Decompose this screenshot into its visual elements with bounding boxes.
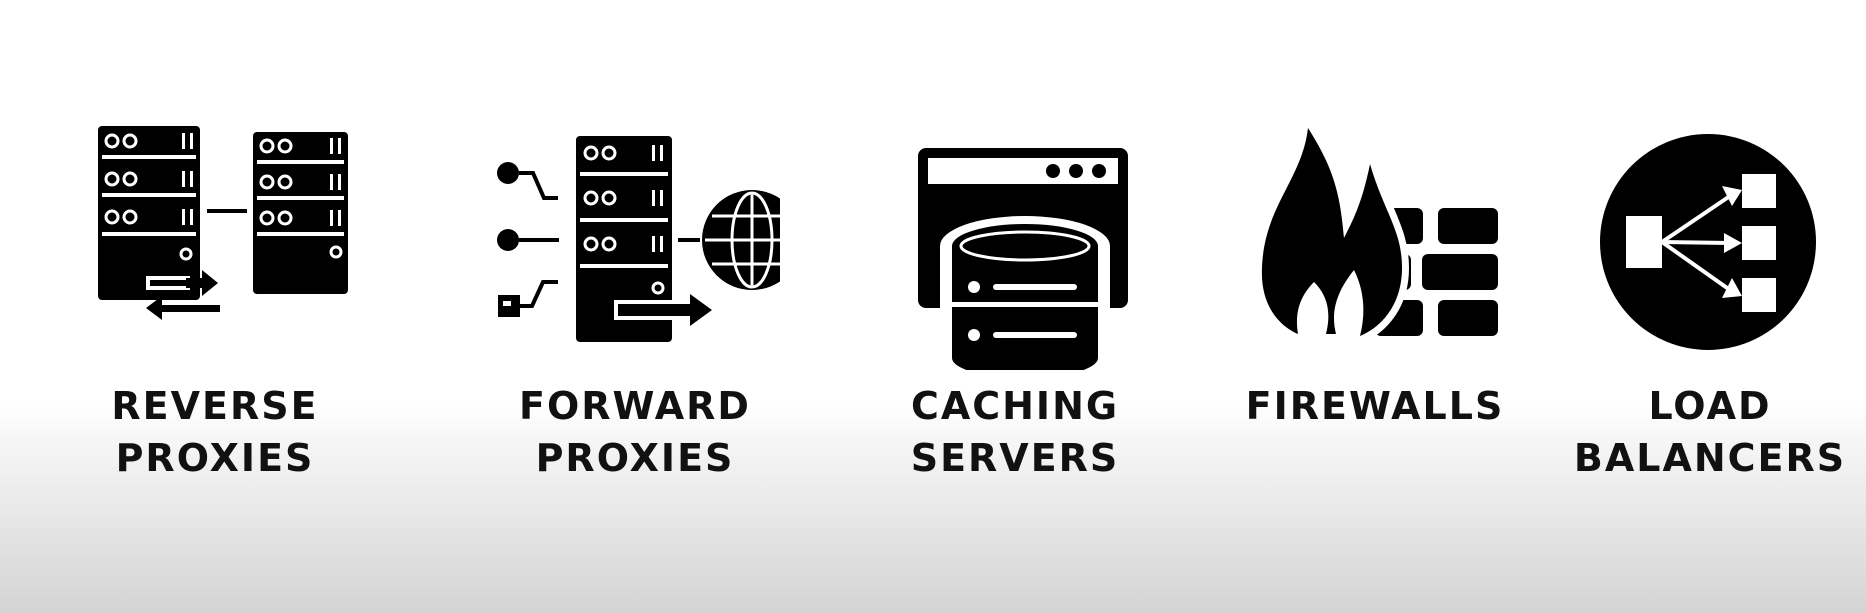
flame-brick-wall-icon [1254,121,1498,343]
label-forward-proxies: FORWARD PROXIES [490,380,780,484]
browser-database-icon [918,148,1128,370]
label-line-1: LOAD [1648,384,1772,428]
item-forward-proxies: FORWARD PROXIES [490,120,780,490]
item-load-balancers: LOAD BALANCERS [1570,120,1850,490]
item-reverse-proxies: REVERSE PROXIES [70,120,360,490]
forward-proxy-server-globe-icon [497,136,780,342]
label-line-1: CACHING [910,384,1120,428]
label-line-1: FIREWALLS [1245,384,1505,428]
label-caching-servers: CACHING SERVERS [880,380,1150,484]
reverse-proxy-servers-icon [98,126,348,320]
label-line-2: SERVERS [910,436,1120,480]
label-line-2: PROXIES [535,436,735,480]
label-line-2: BALANCERS [1573,436,1847,480]
load-balancer-branch-icon [1600,134,1816,350]
label-firewalls: FIREWALLS [1240,380,1510,432]
label-load-balancers: LOAD BALANCERS [1570,380,1850,484]
item-firewalls: FIREWALLS [1240,120,1510,490]
label-line-1: REVERSE [111,384,319,428]
label-line-2: PROXIES [115,436,315,480]
label-reverse-proxies: REVERSE PROXIES [70,380,360,484]
label-line-1: FORWARD [519,384,751,428]
item-caching-servers: CACHING SERVERS [880,120,1150,490]
